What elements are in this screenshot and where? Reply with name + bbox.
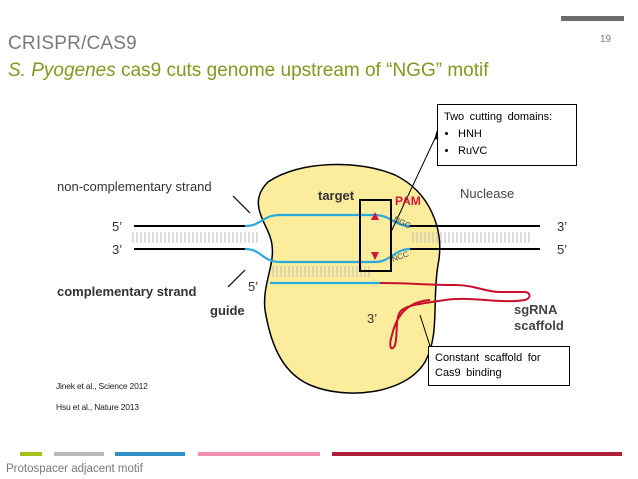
callout-line-hnh <box>390 133 438 233</box>
base-pairs-right <box>410 232 530 243</box>
bottom-strand-blue <box>244 247 411 264</box>
label-5prime-top-left: 5’ <box>112 219 122 234</box>
footer-bar-blue <box>115 452 185 456</box>
label-scaffold: scaffold <box>514 318 564 333</box>
sgrna-scaffold-red <box>379 282 531 350</box>
reference-jinek: Jinek et al., Science 2012 <box>56 381 148 391</box>
species-name: S. Pyogenes <box>8 60 116 81</box>
label-guide: guide <box>210 303 245 318</box>
pam-cut-arrow-top <box>371 212 379 220</box>
reference-hsu: Hsu et al., Nature 2013 <box>56 402 139 412</box>
label-3prime-guide: 3’ <box>367 311 377 326</box>
label-target: target <box>318 188 355 203</box>
label-3prime-top-right: 3’ <box>557 219 567 234</box>
slide-subtitle: S. Pyogenes cas9 cuts genome upstream of… <box>8 60 489 82</box>
slide-number: 19 <box>600 34 612 45</box>
label-complementary-strand: complementary strand <box>57 284 196 299</box>
footer-bar-red <box>332 452 622 456</box>
pam-highlight-box <box>359 199 392 272</box>
guide-pairing <box>272 266 372 277</box>
cutting-domains-list: HNH RuVC <box>444 126 570 160</box>
label-sgrna: sgRNA <box>514 302 558 317</box>
label-5prime-bottom-right: 5’ <box>557 242 567 257</box>
list-item: HNH <box>458 126 570 143</box>
pointer-comp <box>227 269 246 288</box>
callout-scaffold-line1: Constant scaffold for <box>435 352 547 364</box>
list-item: RuVC <box>458 143 570 160</box>
pointer-noncomp <box>232 195 251 214</box>
footer-bar-green <box>20 452 42 456</box>
footer-bar-gray <box>54 452 104 456</box>
pam-cut-arrow-bottom <box>371 252 379 260</box>
subtitle-rest: cas9 cuts genome upstream of “NGG” motif <box>115 60 489 81</box>
callout-scaffold: Constant scaffold for Cas9 binding <box>428 346 570 386</box>
label-nuclease: Nuclease <box>460 186 514 201</box>
callout-scaffold-line2: Cas9 binding <box>435 367 508 379</box>
label-5prime-guide: 5’ <box>248 279 258 294</box>
top-strand-blue <box>244 213 411 228</box>
label-3prime-bottom-left: 3’ <box>112 242 122 257</box>
footer-caption: Protospacer adjacent motif <box>6 463 143 475</box>
callout-line-scaffold <box>419 314 431 347</box>
footer-bar-pink <box>198 452 320 456</box>
base-pairs-left <box>130 232 260 243</box>
label-non-complementary-strand: non-complementary strand <box>57 179 212 194</box>
label-pam: PAM <box>395 194 421 208</box>
top-accent-bar <box>561 16 624 21</box>
slide-title: CRISPR/CAS9 <box>8 33 137 54</box>
callout-cutting-domains: Two cutting domains: HNH RuVC <box>437 104 577 166</box>
callout-cutting-domains-title: Two cutting domains: <box>444 111 558 123</box>
